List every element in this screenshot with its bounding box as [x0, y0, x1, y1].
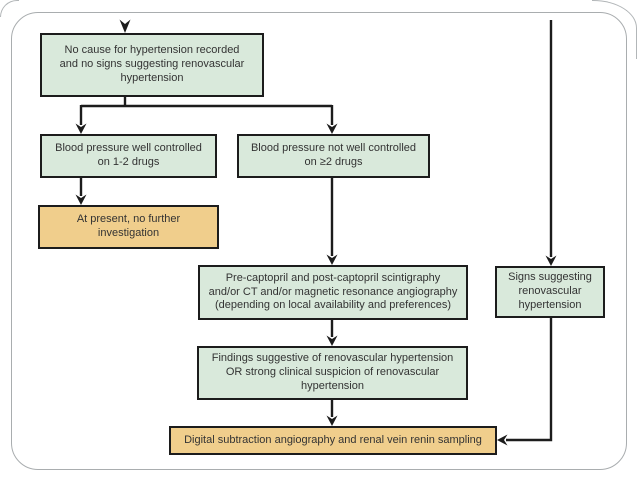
- node-no-further-investigation: At present, no further investigation: [38, 205, 219, 249]
- node-findings-suggestive: Findings suggestive of renovascular hype…: [197, 346, 468, 400]
- slide-frame: [11, 12, 627, 470]
- node-digital-subtraction-angiography: Digital subtraction angiography and rena…: [169, 426, 497, 455]
- node-bp-well-controlled: Blood pressure well controlled on 1-2 dr…: [40, 134, 217, 178]
- node-bp-not-well-controlled: Blood pressure not well controlled on ≥2…: [237, 134, 430, 178]
- node-no-cause-hypertension: No cause for hypertension recorded and n…: [40, 33, 264, 97]
- node-signs-suggesting: Signs suggesting renovascular hypertensi…: [495, 266, 605, 318]
- node-scintigraphy-imaging: Pre-captopril and post-captopril scintig…: [198, 265, 468, 320]
